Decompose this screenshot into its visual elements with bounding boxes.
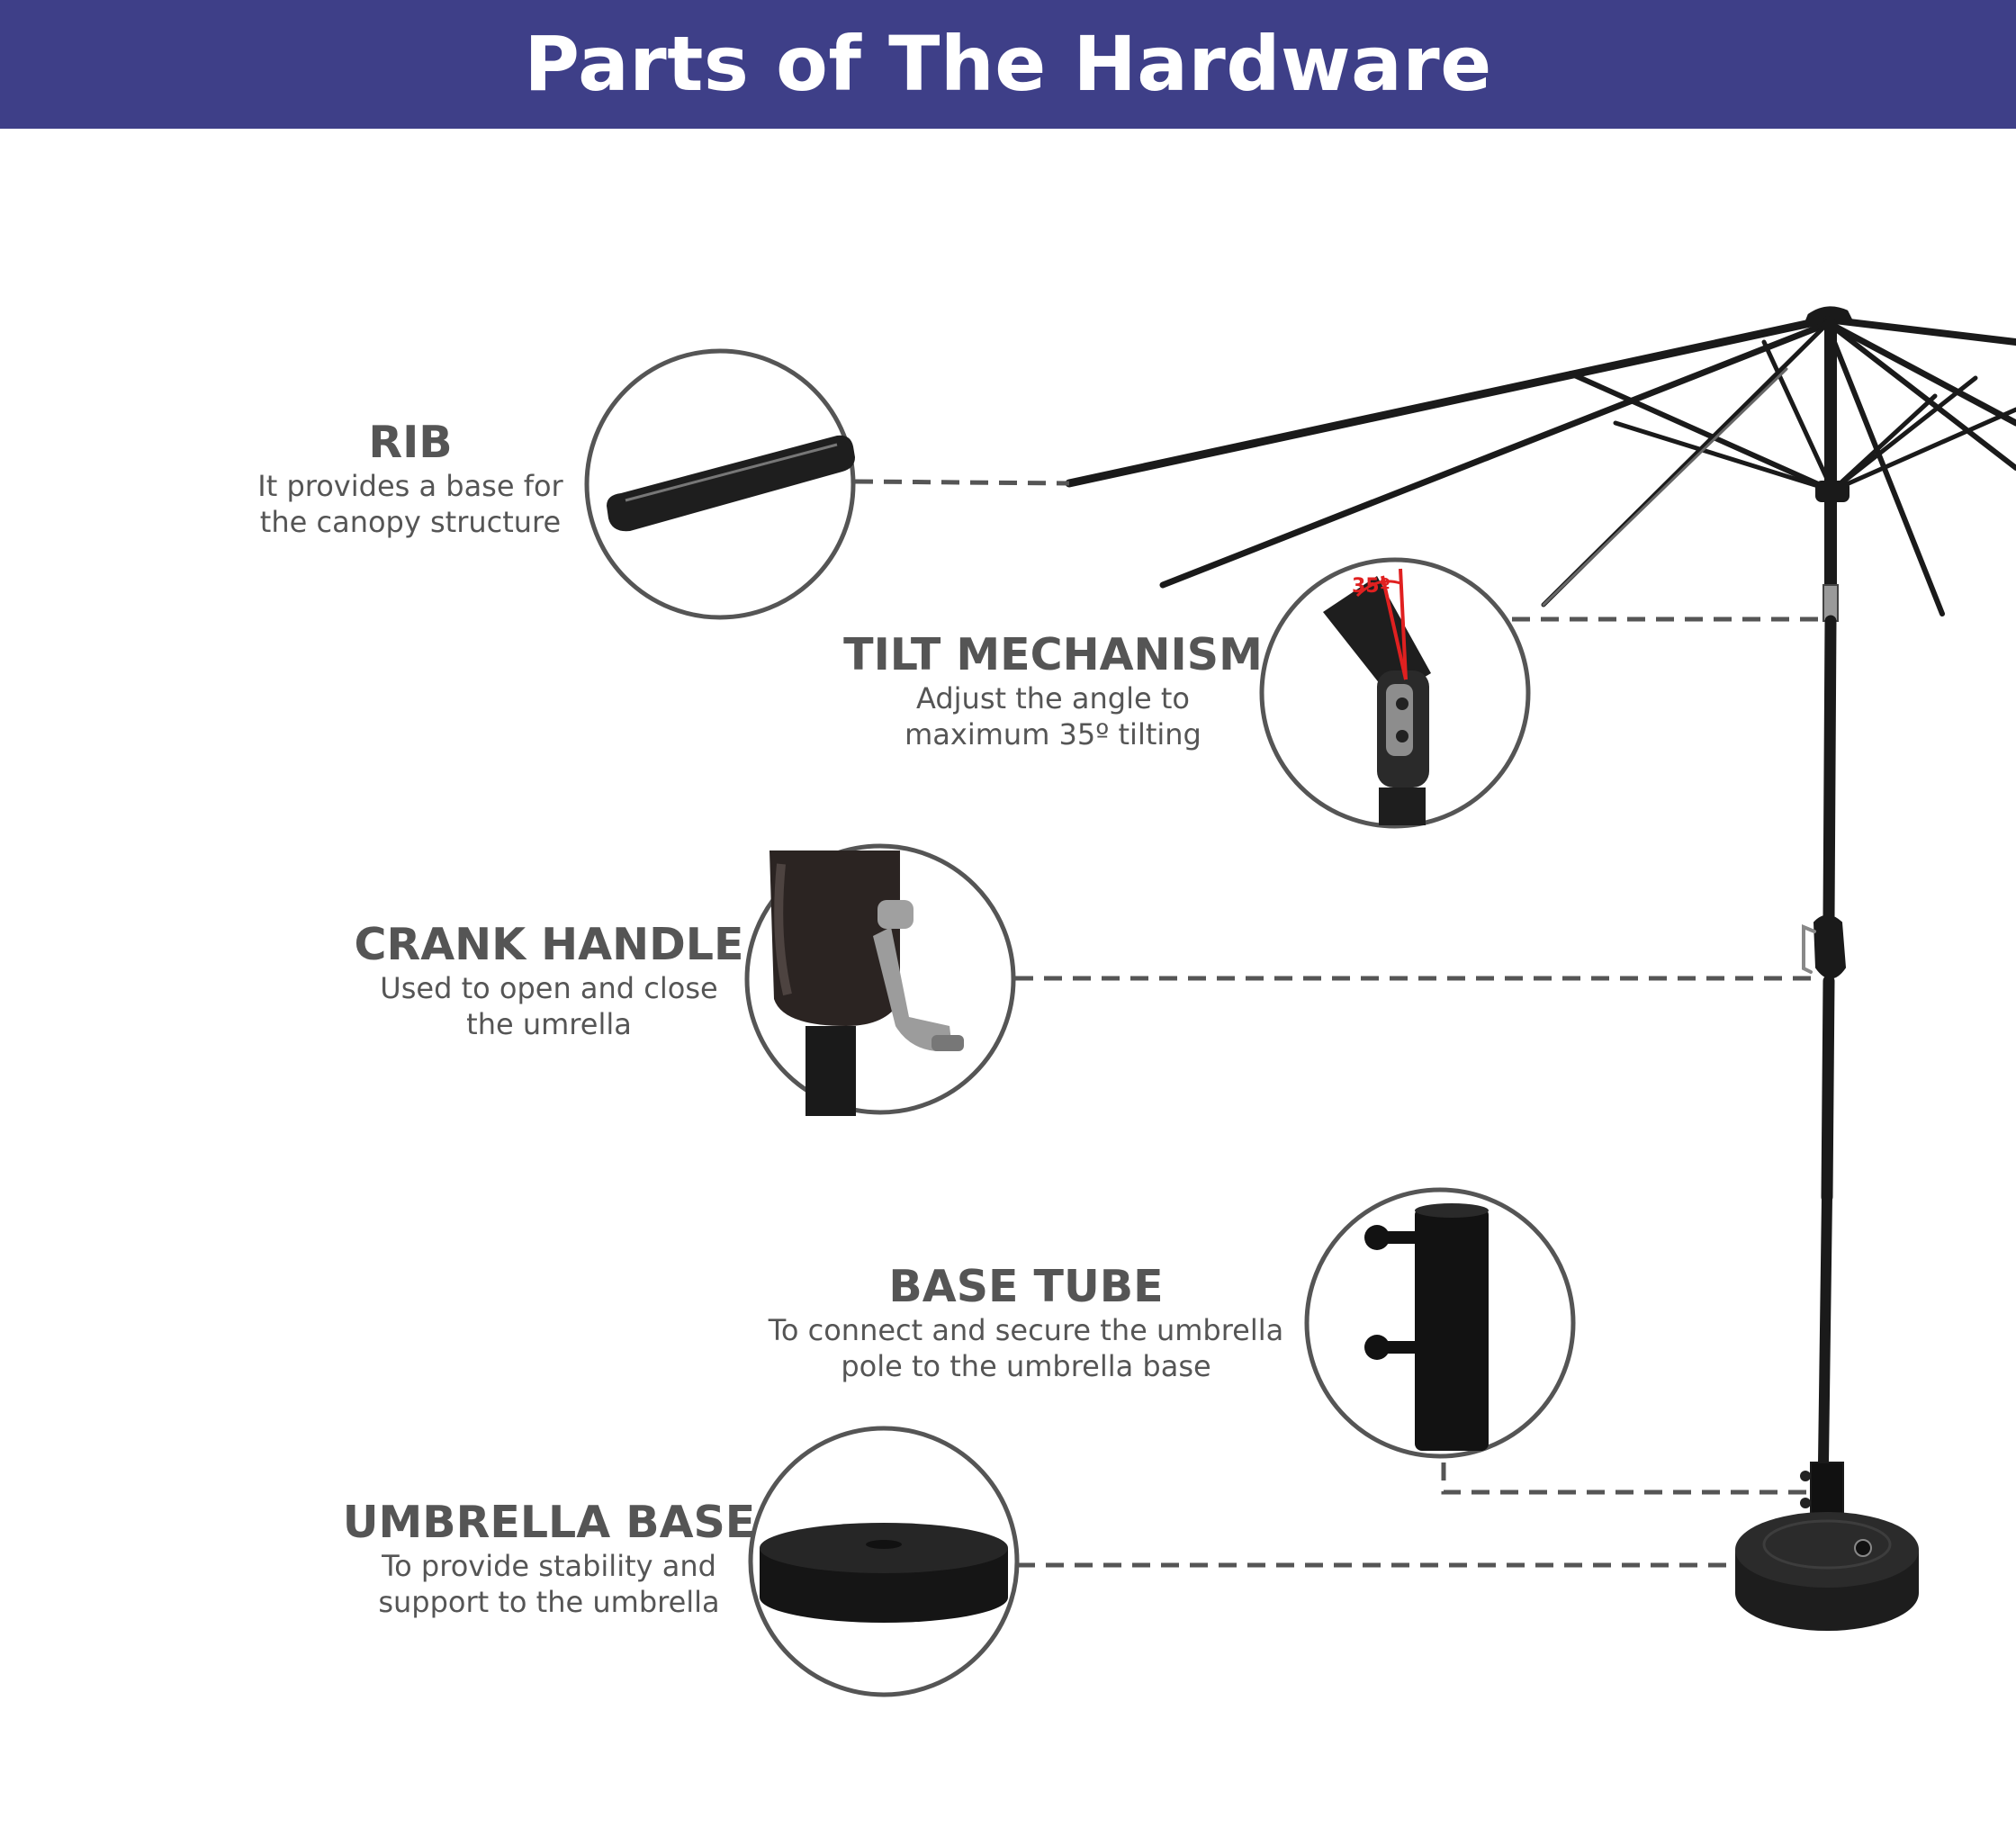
umbrella-base-title: UMBRELLA BASE — [342, 1497, 756, 1548]
crank-description-line: the umrella — [466, 1007, 632, 1041]
callout-rib — [584, 348, 856, 620]
tilt-mechanism-label: TILT MECHANISM Adjust the angle to maxim… — [837, 630, 1269, 752]
crank-handle-label: CRANK HANDLE Used to open and close the … — [342, 920, 756, 1042]
base-tube-title: BASE TUBE — [888, 1261, 1164, 1312]
leader-line-rib — [854, 479, 1070, 486]
umbrella-base-illustration — [1735, 1512, 1919, 1631]
header-bar: Parts of The Hardware — [0, 0, 2016, 129]
callout-crank — [744, 843, 1016, 1116]
tilt-mechanism-description: Adjust the angle to maximum 35º tilting — [837, 680, 1269, 752]
base-tube-description-line: pole to the umbrella base — [841, 1349, 1211, 1383]
page-title: Parts of The Hardware — [524, 20, 1492, 108]
rib-closeup-icon — [607, 435, 855, 532]
base-tube-description-line: To connect and secure the umbrella — [768, 1313, 1284, 1347]
tilt-description-line: maximum 35º tilting — [904, 717, 1202, 752]
crank-handle-closeup-icon — [770, 850, 964, 1116]
umbrella-base-description: To provide stability and support to the … — [342, 1548, 756, 1620]
umbrella-base-label: UMBRELLA BASE To provide stability and s… — [342, 1498, 756, 1620]
rib-description: It provides a base for the canopy struct… — [221, 468, 599, 540]
leader-line-base-tube — [1441, 1462, 1811, 1495]
base-tube-label: BASE TUBE To connect and secure the umbr… — [756, 1262, 1296, 1384]
rib-description-line: It provides a base for — [257, 469, 563, 503]
rib-title: RIB — [368, 417, 453, 468]
umbrella-base-description-line: To provide stability and — [382, 1549, 716, 1583]
rib-label: RIB It provides a base for the canopy st… — [221, 418, 599, 540]
umbrella-base-closeup-icon — [760, 1523, 1008, 1623]
base-tube-description: To connect and secure the umbrella pole … — [756, 1312, 1296, 1384]
tilt-angle-label: 35º — [1352, 575, 1390, 598]
callout-umbrella-base — [748, 1426, 1020, 1697]
crank-handle-description: Used to open and close the umrella — [342, 970, 756, 1042]
rib-description-line: the canopy structure — [259, 505, 562, 539]
umbrella-base-description-line: support to the umbrella — [378, 1585, 720, 1619]
umbrella-frame-illustration — [1065, 306, 2016, 1535]
callout-base-tube — [1304, 1187, 1576, 1459]
tilt-joint-closeup-icon: 35º — [1323, 568, 1431, 825]
base-tube-closeup-icon — [1364, 1203, 1489, 1451]
crank-handle-title: CRANK HANDLE — [354, 919, 744, 970]
leader-lines — [854, 479, 1827, 1568]
crank-description-line: Used to open and close — [380, 971, 718, 1005]
callout-tilt: 35º — [1259, 557, 1531, 829]
tilt-description-line: Adjust the angle to — [916, 681, 1190, 716]
tilt-mechanism-title: TILT MECHANISM — [843, 629, 1263, 680]
